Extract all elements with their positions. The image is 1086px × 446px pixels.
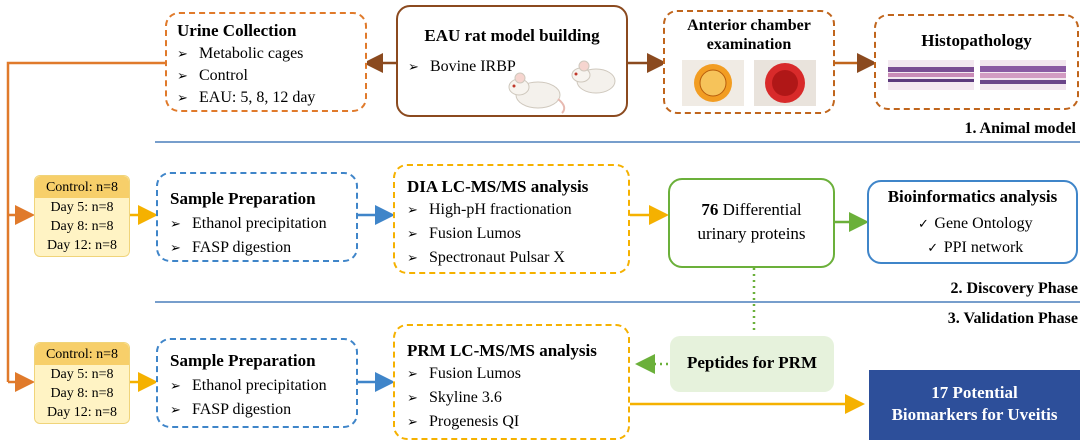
arrow-bullet-icon: ➢ [177, 90, 188, 105]
eye-icon [754, 60, 816, 106]
sample-prep-item: ➢Ethanol precipitation [170, 374, 344, 398]
discovery-groups-box: Control: n=8 Day 5: n=8 Day 8: n=8 Day 1… [34, 175, 130, 257]
eau-model-title: EAU rat model building [424, 26, 600, 45]
bioinformatics-box: Bioinformatics analysis ✓Gene Ontology ✓… [867, 180, 1078, 264]
arrow-bullet-icon: ➢ [170, 240, 181, 255]
prm-item: ➢Fusion Lumos [407, 362, 616, 386]
prm-analysis-box: PRM LC-MS/MS analysis ➢Fusion Lumos ➢Sky… [393, 324, 630, 440]
group-label: Day 8: n=8 [50, 219, 114, 234]
prm-item: ➢Skyline 3.6 [407, 386, 616, 410]
sample-prep-title: Sample Preparation [170, 189, 316, 208]
differential-proteins-box: 76 Differential urinary proteins [668, 178, 835, 268]
dia-analysis-title: DIA LC-MS/MS analysis [407, 177, 589, 196]
phase-label-discovery: 2. Discovery Phase [950, 280, 1078, 297]
group-label: Day 5: n=8 [50, 367, 114, 382]
group-header [35, 176, 129, 198]
orange-branch-line [6, 61, 165, 382]
dia-item: ➢Spectronaut Pulsar X [407, 246, 616, 270]
arrow-bullet-icon: ➢ [407, 366, 418, 381]
anterior-chamber-box: Anterior chamber examination [663, 10, 835, 114]
rat-icon [571, 60, 616, 94]
arrow-bullet-icon: ➢ [407, 414, 418, 429]
potential-biomarkers-box: 17 Potential Biomarkers for Uveitis [869, 370, 1080, 440]
rat-icon [508, 72, 566, 114]
group-label: Control: n=8 [45, 347, 119, 362]
arrow-bullet-icon: ➢ [170, 402, 181, 417]
arrow-bullet-icon: ➢ [407, 226, 418, 241]
group-label: Day 12: n=8 [46, 405, 118, 420]
phase-label-animal: 1. Animal model [964, 120, 1076, 137]
differential-count: 76 [701, 200, 719, 219]
prm-item: ➢Progenesis QI [407, 410, 616, 434]
arrow-bullet-icon: ➢ [170, 378, 181, 393]
histology-images [888, 60, 1066, 90]
urine-collection-title: Urine Collection [177, 21, 297, 40]
peptides-label: Peptides for PRM [687, 353, 817, 372]
sample-prep-title: Sample Preparation [170, 351, 316, 370]
group-label: Day 12: n=8 [46, 238, 118, 253]
dia-analysis-box: DIA LC-MS/MS analysis ➢High-pH fractiona… [393, 164, 630, 274]
biomarkers-line-2: Biomarkers for Uveitis [891, 405, 1058, 424]
group-header [35, 343, 129, 365]
tissue-section-icon [980, 60, 1066, 90]
group-label: Day 5: n=8 [50, 200, 114, 215]
validation-sample-prep-box: Sample Preparation ➢Ethanol precipitatio… [156, 338, 358, 428]
bioinfo-item: ✓Gene Ontology [877, 212, 1068, 236]
dia-item: ➢High-pH fractionation [407, 198, 616, 222]
sample-prep-item: ➢FASP digestion [170, 398, 344, 422]
validation-groups-box: Control: n=8 Day 5: n=8 Day 8: n=8 Day 1… [34, 342, 130, 424]
urine-item: ➢EAU: 5, 8, 12 day [177, 86, 355, 110]
arrow-bullet-icon: ➢ [407, 250, 418, 265]
check-icon: ✓ [927, 240, 939, 255]
arrow-bullet-icon: ➢ [408, 59, 419, 74]
sample-prep-item: ➢Ethanol precipitation [170, 212, 344, 236]
histopathology-title: Histopathology [921, 31, 1032, 50]
eau-model-box: EAU rat model building ➢Bovine IRBP [396, 5, 628, 117]
urine-collection-box: Urine Collection ➢Metabolic cages ➢Contr… [165, 12, 367, 112]
arrow-bullet-icon: ➢ [177, 68, 188, 83]
group-label: Day 8: n=8 [50, 386, 114, 401]
rat-illustration [508, 60, 616, 114]
arrow-bullet-icon: ➢ [407, 390, 418, 405]
urine-item: ➢Control [177, 64, 355, 88]
arrow-bullet-icon: ➢ [407, 202, 418, 217]
sample-prep-item: ➢FASP digestion [170, 236, 344, 260]
tissue-section-icon [888, 60, 974, 90]
discovery-sample-prep-box: Sample Preparation ➢Ethanol precipitatio… [156, 172, 358, 262]
histopathology-box: Histopathology [874, 14, 1079, 110]
phase-label-validation: 3. Validation Phase [947, 310, 1078, 327]
anterior-chamber-title: Anterior chamber examination [687, 17, 811, 53]
differential-line-1: 76 Differential [701, 200, 802, 219]
differential-line-2: urinary proteins [697, 224, 806, 243]
check-icon: ✓ [917, 216, 929, 231]
eau-item: ➢Bovine IRBP [408, 55, 616, 79]
group-label: Control: n=8 [45, 180, 119, 195]
peptides-for-prm-box: Peptides for PRM [670, 336, 834, 392]
eye-icon [682, 60, 744, 106]
bioinformatics-title: Bioinformatics analysis [887, 187, 1058, 206]
urine-item: ➢Metabolic cages [177, 42, 355, 66]
arrow-bullet-icon: ➢ [177, 46, 188, 61]
prm-analysis-title: PRM LC-MS/MS analysis [407, 341, 597, 360]
biomarkers-line-1: 17 Potential [931, 383, 1018, 402]
eye-images [682, 60, 816, 106]
arrow-bullet-icon: ➢ [170, 216, 181, 231]
bioinfo-item: ✓PPI network [877, 236, 1068, 260]
dia-item: ➢Fusion Lumos [407, 222, 616, 246]
